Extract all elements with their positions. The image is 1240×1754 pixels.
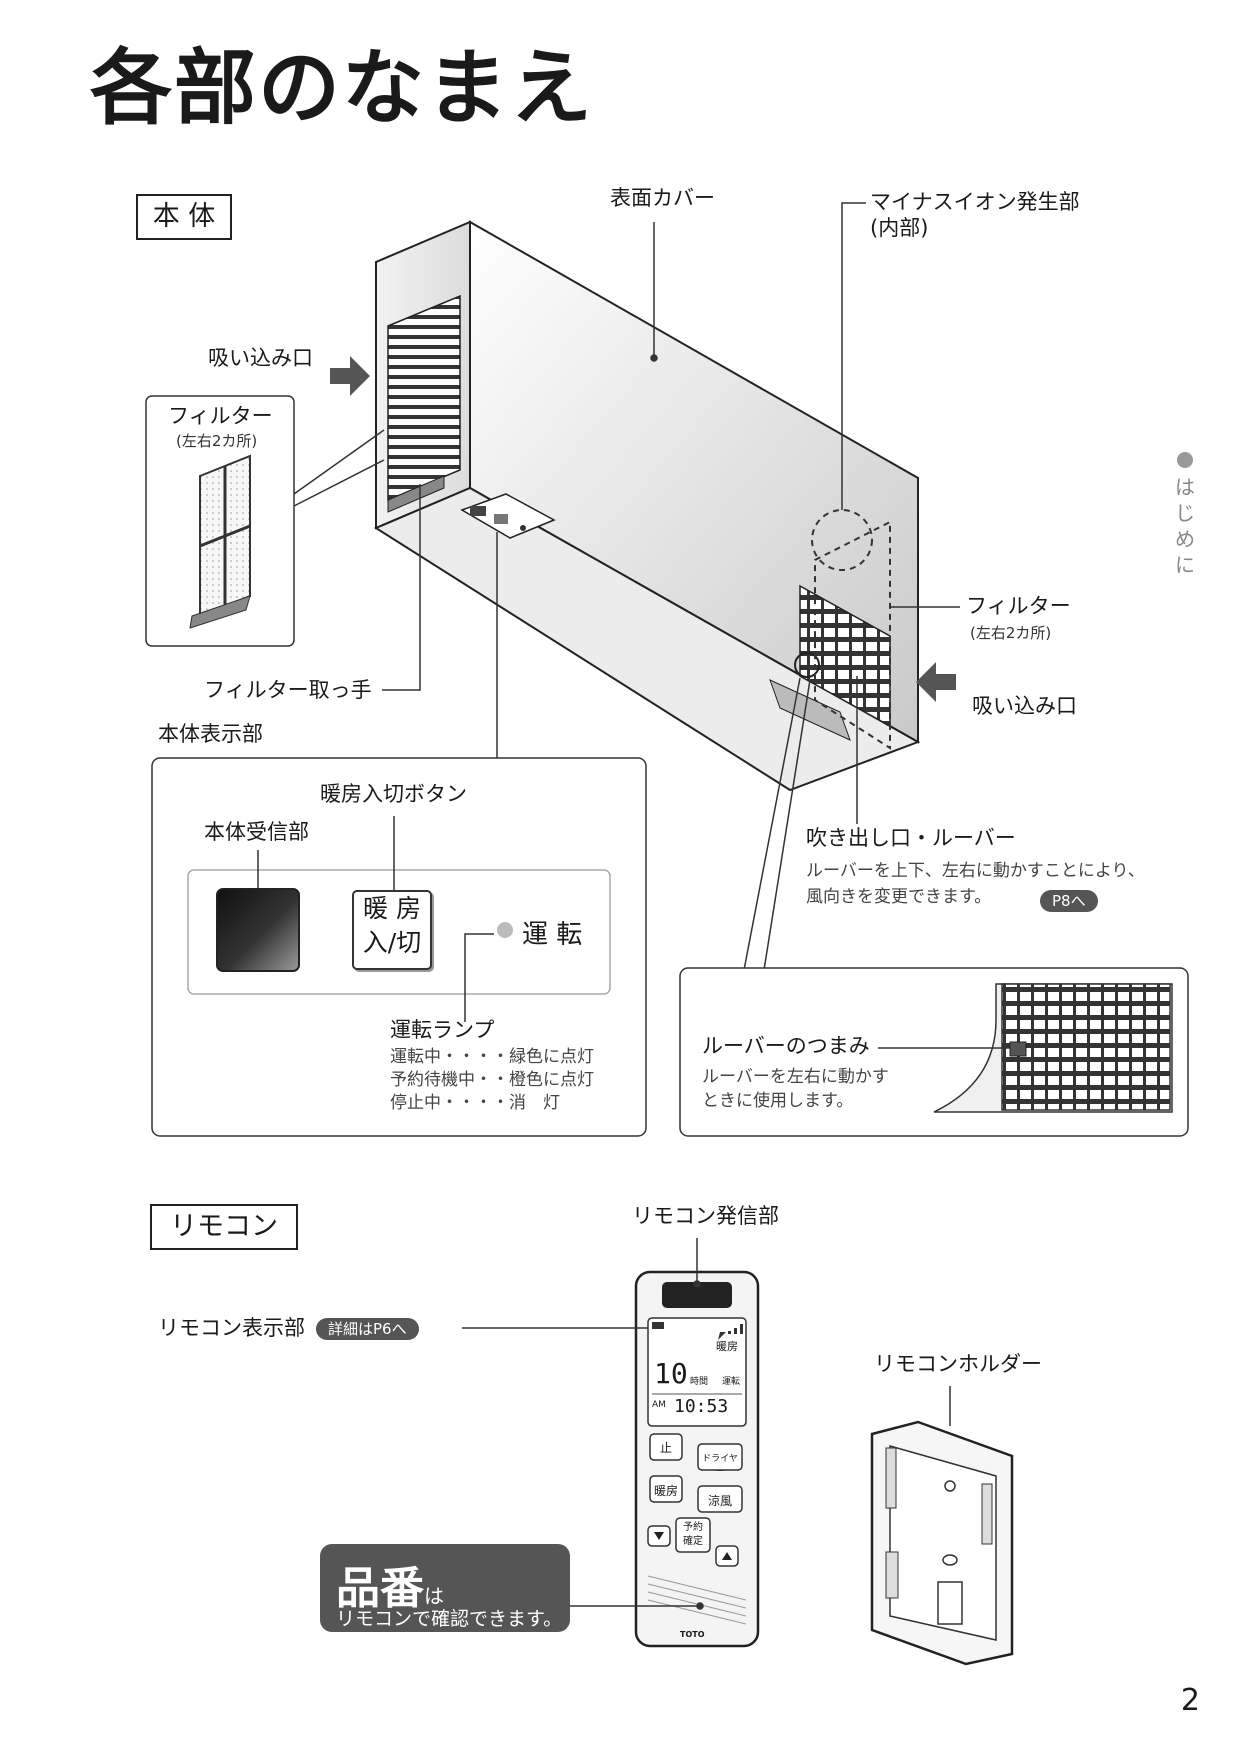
display-button-mark xyxy=(494,514,508,524)
heat-on-off-button[interactable]: 暖 房 入/切 xyxy=(352,890,432,970)
label-intake-left: 吸い込み口 xyxy=(208,346,313,370)
side-tab-char: じ xyxy=(1175,501,1195,525)
label-front-cover: 表面カバー xyxy=(610,186,715,210)
label-louver-knob: ルーバーのつまみ xyxy=(702,1034,870,1058)
page-title: 各部のなまえ xyxy=(90,41,595,136)
callout-small-text: は xyxy=(424,1584,444,1608)
label-outlet-louver: 吹き出し口・ルーバー xyxy=(806,826,1016,850)
display-lamp-mark xyxy=(520,525,526,531)
label-remote-holder: リモコンホルダー xyxy=(874,1352,1042,1376)
remote-button-frame xyxy=(697,1443,743,1471)
remote-heat-button[interactable]: 暖房 xyxy=(653,1484,678,1498)
heat-button-line1: 暖 房 xyxy=(363,894,421,923)
section-label-body: 本 体 xyxy=(136,194,232,240)
label-ion-unit: マイナスイオン発生部 xyxy=(870,190,1080,214)
label-display-area: 本体表示部 xyxy=(158,722,263,746)
lamp-status-row: 運転中・・・・緑色に点灯 xyxy=(390,1047,594,1067)
remote-leader-lines xyxy=(462,1238,951,1610)
louver-closeup xyxy=(878,983,1173,1113)
remote-lcd-clock: 10:53 xyxy=(674,1396,729,1417)
filter-handle-shape xyxy=(387,475,445,513)
remote-timer-line2: 確定 xyxy=(683,1536,703,1547)
model-number-callout: 品番は リモコンで確認できます。 xyxy=(320,1544,570,1632)
body-leader-lines xyxy=(293,202,960,971)
remote-lcd-hours-unit: 時間 xyxy=(690,1377,709,1387)
label-filter-right-sub: (左右2カ所) xyxy=(970,624,1052,642)
label-filter-left: フィルター xyxy=(168,404,273,428)
remote-brand-logo: TOTO xyxy=(680,1630,705,1639)
remote-lcd xyxy=(647,1317,747,1427)
bullet-icon xyxy=(1177,452,1193,468)
remote-button-frame xyxy=(649,1433,683,1461)
side-tab-char: に xyxy=(1175,553,1195,577)
right-filter-dashed-outline xyxy=(814,520,891,750)
intake-right-arrow xyxy=(916,662,956,702)
label-filter-right: フィルター xyxy=(966,594,1071,618)
outlet-note-line2: 風向きを変更できます。 xyxy=(806,887,992,907)
run-lamp-indicator xyxy=(497,922,513,938)
lamp-status-row: 予約待機中・・橙色に点灯 xyxy=(390,1070,594,1090)
remote-lcd-mode: 暖房 xyxy=(716,1340,738,1353)
remote-transmitter-window xyxy=(662,1282,732,1308)
filter-illustration xyxy=(189,454,251,629)
label-receiver: 本体受信部 xyxy=(204,820,309,844)
heater-unit xyxy=(373,220,921,792)
display-receiver-mark xyxy=(470,506,486,516)
remote-timer-button-text[interactable]: 予約 確定 xyxy=(676,1521,710,1549)
body-receiver-window xyxy=(216,888,300,972)
lamp-status-row: 停止中・・・・消 灯 xyxy=(390,1093,560,1113)
remote-timer-button xyxy=(675,1517,711,1553)
remote-button-frame xyxy=(649,1475,683,1503)
remote-lcd-run: 運転 xyxy=(722,1377,741,1387)
intake-left-arrow xyxy=(330,356,370,396)
callout-big-text: 品番 xyxy=(336,1563,424,1614)
label-heat-button: 暖房入切ボタン xyxy=(320,782,467,806)
remote-dryer-button[interactable]: ドライヤー xyxy=(702,1454,738,1477)
remote-lcd-hours: 10 xyxy=(654,1357,688,1390)
section-side-tab: は じ め に xyxy=(1170,452,1200,578)
label-ion-unit-sub: (内部) xyxy=(870,216,929,240)
remote-cool-button[interactable]: 涼風 xyxy=(707,1494,732,1508)
label-filter-left-sub: (左右2カ所) xyxy=(176,432,258,450)
outlet-page-ref-badge: P8へ xyxy=(1040,890,1098,912)
label-remote-display: リモコン表示部 xyxy=(158,1316,305,1340)
run-lamp-text: 運 転 xyxy=(522,920,583,950)
label-run-lamp: 運転ランプ xyxy=(390,1018,495,1042)
remote-holder xyxy=(870,1420,1014,1666)
side-tab-char: め xyxy=(1175,527,1195,551)
heat-button-line2: 入/切 xyxy=(362,928,422,957)
louver-knob-marker xyxy=(794,652,820,678)
remote-lcd-am: AM xyxy=(652,1400,666,1410)
outlet-note-line1: ルーバーを上下、左右に動かすことにより、 xyxy=(806,861,1145,881)
heater-bottom xyxy=(373,486,921,792)
louver-note-line2: ときに使用します。 xyxy=(702,1091,854,1111)
remote-display-page-ref-badge: 詳細はP6へ xyxy=(316,1318,419,1340)
callout-line2: リモコンで確認できます。 xyxy=(336,1608,563,1630)
remote-timer-line1: 予約 xyxy=(683,1522,703,1533)
left-intake-grille xyxy=(387,294,461,502)
ion-unit-dashed-circle xyxy=(811,509,873,571)
section-label-remote: リモコン xyxy=(150,1204,298,1250)
remote-button-frame xyxy=(697,1485,743,1513)
side-tab-char: は xyxy=(1175,475,1195,499)
page-number: 2 xyxy=(1180,1683,1200,1718)
remote-controller xyxy=(634,1270,760,1648)
louver-note-line1: ルーバーを左右に動かす xyxy=(702,1067,889,1087)
label-filter-handle: フィルター取っ手 xyxy=(204,678,372,702)
label-remote-transmitter: リモコン発信部 xyxy=(632,1204,779,1228)
remote-stop-button[interactable]: 止 xyxy=(659,1441,672,1455)
label-intake-right: 吸い込み口 xyxy=(972,694,1077,718)
